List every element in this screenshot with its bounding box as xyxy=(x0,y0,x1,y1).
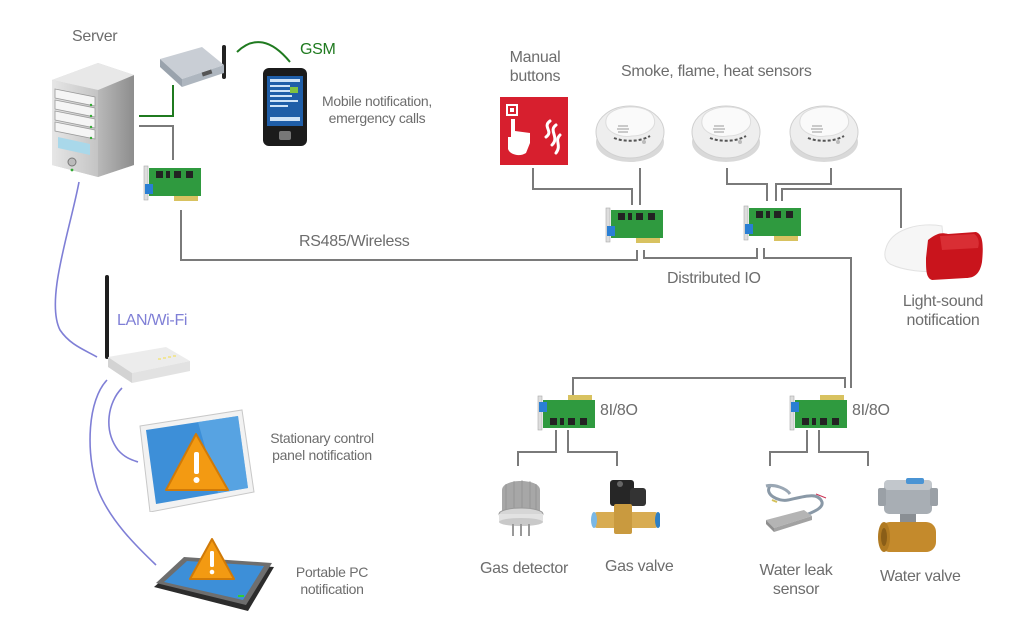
siren-label-line1: Light-sound xyxy=(902,293,984,310)
wifi-router-icon xyxy=(105,275,190,383)
wire-mod-to-water-valve xyxy=(818,430,869,466)
siren-label-line2: notification xyxy=(906,312,980,329)
wire-mod-to-gas-detector xyxy=(517,430,557,466)
stationary-panel-label: Stationary control panel notification xyxy=(266,430,378,464)
server-tower-icon xyxy=(52,63,134,177)
wire-rs485-bus xyxy=(180,210,638,261)
io-board-icon xyxy=(789,395,847,431)
lan-link-router-tablet xyxy=(89,379,157,566)
water-valve-label: Water valve xyxy=(880,568,961,585)
wire-sensor2-to-dio2 xyxy=(726,168,768,201)
sensors-label: Smoke, flame, heat sensors xyxy=(621,63,812,80)
gas-valve-label: Gas valve xyxy=(605,558,674,575)
wire-server-to-modem xyxy=(139,85,174,117)
wire-mod-to-gas-valve xyxy=(567,430,618,466)
siren-label: Light-sound notification xyxy=(895,292,991,330)
gas-detector-label: Gas detector xyxy=(480,560,569,577)
fire-alarm-button-icon xyxy=(500,97,568,165)
io-board-icon xyxy=(537,395,595,431)
io-module-left-label: 8I/8O xyxy=(600,402,638,419)
io-board-icon xyxy=(743,205,801,241)
smartphone-icon xyxy=(263,68,307,146)
water-leak-label-line2: sensor xyxy=(772,581,820,598)
wire-dio2-to-siren xyxy=(781,188,902,228)
manual-buttons-label: Manual buttons xyxy=(500,48,570,86)
stationary-panel-label-line1: Stationary control xyxy=(270,430,374,446)
smoke-detector-icon xyxy=(595,105,665,162)
gsm-modem-icon xyxy=(160,45,226,87)
motorized-ball-valve-icon xyxy=(878,478,938,552)
lan-link-server-router xyxy=(54,181,98,358)
stationary-panel-label-line2: panel notification xyxy=(272,447,372,463)
wire-modules-bus xyxy=(572,377,846,397)
io-module-right-label: 8I/8O xyxy=(852,402,890,419)
portable-pc-label: Portable PC notification xyxy=(290,564,374,598)
wire-button-to-dio1 xyxy=(532,168,633,205)
tablet-warning-icon xyxy=(154,538,274,611)
solenoid-valve-icon xyxy=(591,480,660,534)
io-board-icon xyxy=(143,165,201,201)
mobile-label-line1: Mobile notification, xyxy=(322,93,432,109)
siren-icon xyxy=(884,224,983,280)
lan-link-router-panel xyxy=(108,387,139,463)
water-leak-sensor-icon xyxy=(765,484,827,532)
mobile-label-line2: emergency calls xyxy=(328,110,426,126)
portable-pc-label-line2: notification xyxy=(300,581,364,597)
smoke-detector-icon xyxy=(691,105,761,162)
wire-sensor3-to-dio2 xyxy=(775,168,832,201)
smoke-detector-icon xyxy=(789,105,859,162)
portable-pc-label-line1: Portable PC xyxy=(295,564,369,580)
rs485-label: RS485/Wireless xyxy=(299,233,410,250)
lan-label: LAN/Wi-Fi xyxy=(117,312,188,329)
io-board-icon xyxy=(605,207,663,243)
wire-server-to-card xyxy=(139,125,174,160)
mobile-label: Mobile notification, emergency calls xyxy=(318,93,436,127)
wire-mod-to-leak-sensor xyxy=(769,430,808,466)
wire-dio1-to-dio2 xyxy=(643,248,758,259)
water-leak-label-line1: Water leak xyxy=(759,562,833,579)
manual-buttons-label-line1: Manual xyxy=(509,49,561,66)
wire-dio2-to-modules xyxy=(763,248,852,388)
water-leak-label: Water leak sensor xyxy=(754,561,838,599)
distributed-io-label: Distributed IO xyxy=(667,270,761,287)
gas-sensor-icon xyxy=(498,480,544,536)
gsm-wireless-link xyxy=(236,41,291,63)
gsm-label: GSM xyxy=(300,41,336,58)
manual-buttons-label-line2: buttons xyxy=(509,68,561,85)
server-label: Server xyxy=(72,28,118,45)
monitor-warning-icon xyxy=(139,409,255,512)
